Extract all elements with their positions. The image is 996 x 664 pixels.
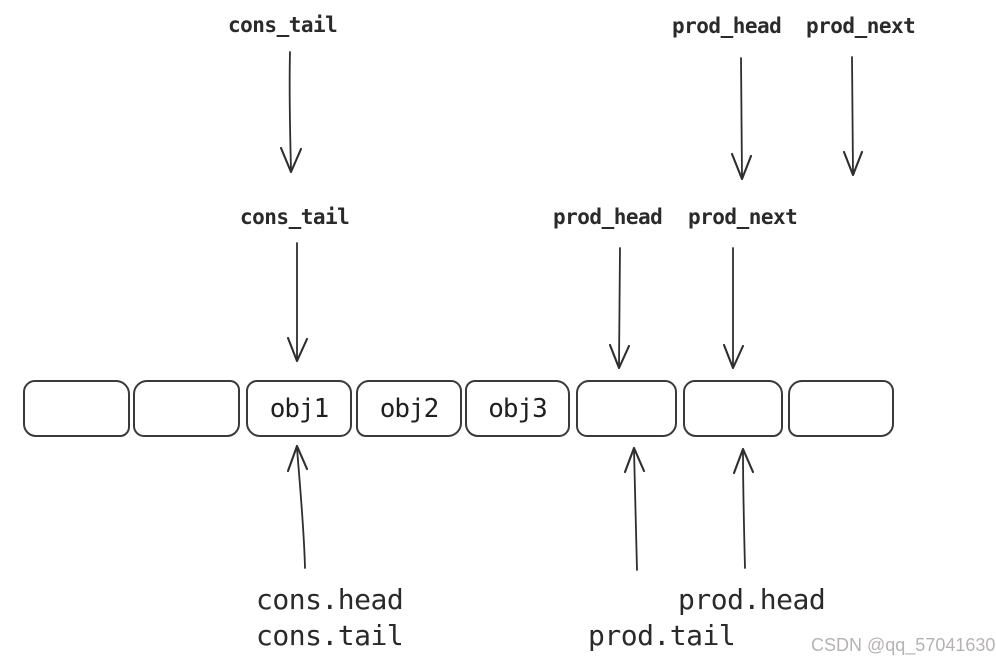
ring-cell-1 [133, 380, 240, 437]
ring-cell-7 [788, 380, 894, 437]
bottom-cons-head-label: cons.head [256, 583, 404, 616]
upper-prod-next-label: prod_next [806, 14, 916, 38]
prod-tail-arrow-up-icon [623, 446, 646, 571]
bottom-cons-tail-label: cons.tail [256, 619, 404, 652]
csdn-watermark: CSDN @qq_57041630 [811, 635, 996, 655]
bottom-prod-tail-label: prod.tail [588, 619, 736, 652]
ring-cell-3-label: obj2 [379, 393, 440, 424]
mid-cons-tail-arrow-down-icon [286, 242, 309, 363]
mid-prod-head-label: prod_head [553, 205, 663, 229]
bottom-prod-head-label: prod.head [678, 583, 826, 616]
upper-prod-next-arrow-down-icon [842, 56, 864, 177]
cons-head-tail-arrow-up-icon [286, 444, 309, 569]
ring-cell-4: obj3 [465, 380, 570, 437]
ring-cell-5 [576, 380, 677, 437]
prod-head-arrow-up-icon [732, 447, 755, 569]
upper-cons-tail-label: cons_tail [228, 13, 338, 37]
ring-cell-3: obj2 [356, 380, 462, 437]
mid-prod-next-label: prod_next [688, 205, 798, 229]
upper-cons-tail-arrow-down-icon [279, 51, 303, 174]
ring-cell-6 [683, 380, 783, 437]
upper-prod-head-label: prod_head [672, 14, 782, 38]
ring-cell-0 [23, 380, 130, 437]
mid-prod-next-arrow-down-icon [722, 247, 745, 370]
ring-cell-4-label: obj3 [488, 393, 548, 424]
upper-prod-head-arrow-down-icon [730, 57, 753, 181]
mid-prod-head-arrow-down-icon [608, 247, 631, 370]
ring-cell-2: obj1 [246, 380, 352, 437]
ring-cell-2-label: obj1 [269, 393, 330, 424]
mid-cons-tail-label: cons_tail [240, 205, 350, 229]
